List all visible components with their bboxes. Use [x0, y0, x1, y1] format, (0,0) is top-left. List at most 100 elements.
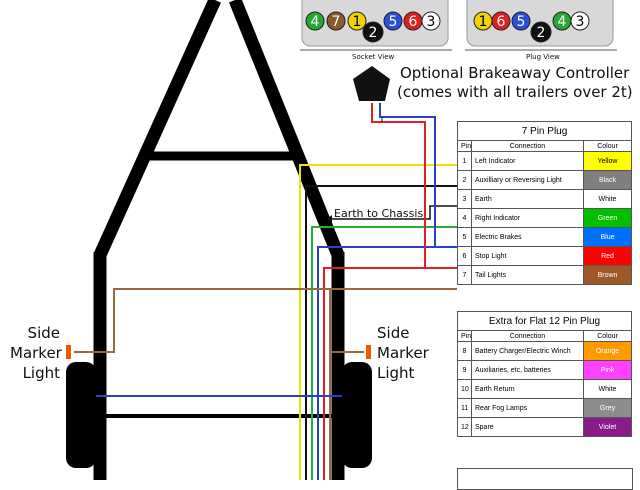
pin-number: 1	[457, 151, 472, 171]
table-title: Extra for Flat 12 Pin Plug	[457, 311, 632, 331]
wiring-harness	[74, 103, 457, 480]
trailer-frame	[93, 0, 345, 480]
connection-name: Left Indicator	[471, 151, 584, 171]
connector-pin-3: 3	[421, 11, 441, 31]
colour-swatch: Black	[583, 170, 632, 190]
breakaway-title: Optional Brakeaway Controller	[400, 64, 630, 82]
pin-label: 3	[427, 14, 436, 30]
wire-breakaway-blue	[379, 103, 436, 247]
connection-name: Stop Light	[471, 246, 584, 266]
pin-label: 5	[517, 14, 526, 30]
wire-breakaway-red	[371, 103, 426, 268]
connector-pin-1: 1	[473, 11, 493, 31]
connector-pin-6: 6	[491, 11, 511, 31]
wire-black	[305, 185, 457, 480]
connection-name: Earth	[471, 189, 584, 209]
connector-pin-2: 2	[362, 21, 384, 43]
wire-blue	[317, 246, 457, 480]
pin-number: 11	[457, 398, 472, 418]
side-marker-label-right: Side Marker Light	[377, 323, 429, 383]
colour-swatch: White	[583, 379, 632, 399]
connector-pin-1: 1	[347, 11, 367, 31]
pin-label: 5	[389, 14, 398, 30]
pin-number: 4	[457, 208, 472, 228]
socket-view-caption: Socket View	[352, 53, 395, 61]
side-marker-light-left	[66, 345, 71, 359]
connector-pin-5: 5	[383, 11, 403, 31]
side-marker-label-left: Side Marker Light	[10, 323, 62, 383]
connector-pin-3: 3	[570, 11, 590, 31]
pin-label: 6	[497, 14, 506, 30]
colour-swatch: Yellow	[583, 151, 632, 171]
wire-yellow	[299, 164, 457, 480]
breakaway-controller	[353, 66, 390, 101]
colour-swatch: Red	[583, 246, 632, 266]
side-marker-light-right	[366, 345, 371, 359]
pin-number: 8	[457, 341, 472, 361]
colour-swatch: Blue	[583, 227, 632, 247]
pin-number: 12	[457, 417, 472, 437]
pin-label: 1	[353, 14, 362, 30]
pin-number: 7	[457, 265, 472, 285]
connection-name: Tail Lights	[471, 265, 584, 285]
wire-earth	[332, 205, 457, 220]
pin-label: 4	[558, 14, 567, 30]
header-colour: Colour	[583, 330, 632, 342]
pin-label: 2	[369, 25, 378, 41]
connection-name: Auxiliaries, etc, batteries	[471, 360, 584, 380]
pin-number: 5	[457, 227, 472, 247]
pin-number: 10	[457, 379, 472, 399]
side-marker-right-line3: Light	[377, 364, 415, 382]
breakaway-note: (comes with all trailers over 2t)	[397, 83, 633, 101]
colour-swatch: Violet	[583, 417, 632, 437]
pin-label: 4	[311, 14, 320, 30]
next-table-box	[457, 468, 633, 490]
pin-label: 3	[576, 14, 585, 30]
pin-label: 7	[332, 14, 341, 30]
wire-red	[323, 267, 457, 480]
header-connection: Connection	[471, 330, 584, 342]
header-pin: Pin	[457, 140, 472, 152]
colour-swatch: Pink	[583, 360, 632, 380]
pin-label: 1	[479, 14, 488, 30]
plug-view-caption: Plug View	[526, 53, 560, 61]
flat-12-pin-plug-table: Extra for Flat 12 Pin Plug Pin Connectio…	[457, 311, 632, 437]
colour-swatch: White	[583, 189, 632, 209]
connection-name: Battery Charger/Electric Winch	[471, 341, 584, 361]
pin-number: 3	[457, 189, 472, 209]
connection-name: Rear Fog Lamps	[471, 398, 584, 418]
connection-name: Auxilliary or Reversing Light	[471, 170, 584, 190]
connector-pin-4: 4	[305, 11, 325, 31]
connector-pin-2: 2	[530, 21, 552, 43]
earth-arrow	[327, 215, 332, 223]
pin-number: 2	[457, 170, 472, 190]
header-connection: Connection	[471, 140, 584, 152]
wheels	[66, 362, 372, 468]
side-marker-right-line1: Side	[377, 324, 410, 342]
wire-brown	[74, 288, 457, 353]
table-title: 7 Pin Plug	[457, 121, 632, 141]
pin-number: 6	[457, 246, 472, 266]
colour-swatch: Orange	[583, 341, 632, 361]
colour-swatch: Grey	[583, 398, 632, 418]
side-marker-right-line2: Marker	[377, 344, 429, 362]
earth-to-chassis-label: Earth to Chassis	[334, 207, 424, 220]
pin-number: 9	[457, 360, 472, 380]
pin-label: 2	[537, 25, 546, 41]
connector-pin-4: 4	[552, 11, 572, 31]
connection-name: Right Indicator	[471, 208, 584, 228]
